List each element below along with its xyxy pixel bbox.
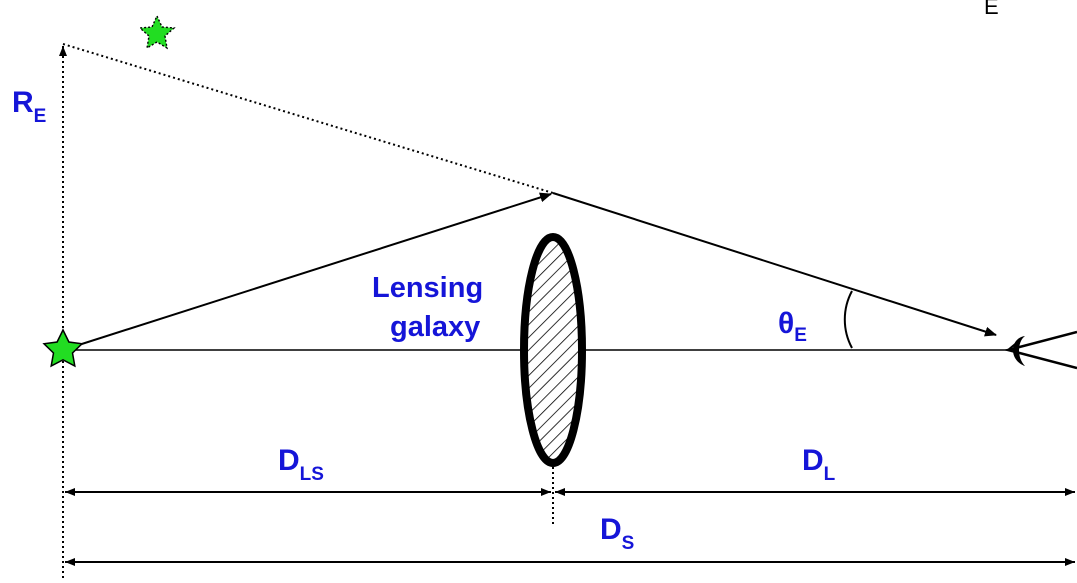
corner-label-fragment: E [984, 0, 999, 19]
light-ray-outgoing [552, 192, 997, 337]
lens-distance-label: DL [802, 444, 836, 485]
star-icon [42, 328, 84, 368]
source-distance-label: DS [600, 513, 634, 554]
apparent-ray-line [62, 43, 554, 194]
lensing-galaxy-ellipse [520, 233, 586, 467]
lens-source-distance-label: DLS [278, 444, 324, 485]
lensing-galaxy-label-line2: galaxy [390, 311, 480, 343]
lensing-galaxy-label-line1: Lensing [372, 272, 483, 304]
star-icon [138, 14, 176, 50]
light-ray-incoming [62, 192, 552, 351]
einstein-angle-arc [843, 290, 853, 349]
eye-icon [1003, 330, 1077, 370]
einstein-radius-label: RE [12, 86, 46, 127]
einstein-angle-label: θE [778, 307, 807, 346]
